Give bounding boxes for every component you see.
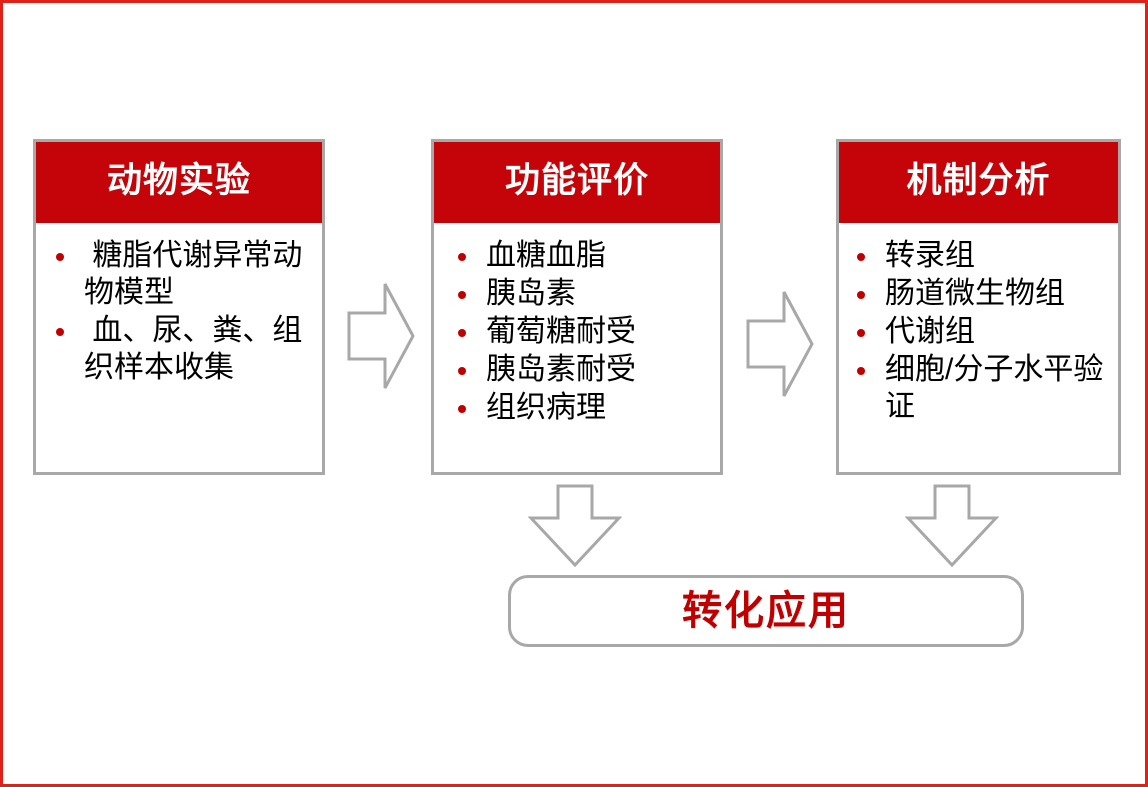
stage-body-animal-experiment: 糖脂代谢异常动物模型 血、尿、粪、组织样本收集 xyxy=(36,223,322,473)
list-item: 组织病理 xyxy=(444,389,710,426)
arrow-right-icon xyxy=(347,281,415,391)
arrow-down-icon xyxy=(905,484,999,568)
list-item: 肠道微生物组 xyxy=(843,275,1108,312)
outcome-label: 转化应用 xyxy=(682,589,850,633)
list-item: 胰岛素 xyxy=(444,275,710,312)
stage-box-function-evaluation: 功能评价 血糖血脂 胰岛素 葡萄糖耐受 胰岛素耐受 组织病理 xyxy=(431,139,723,475)
list-item: 细胞/分子水平验证 xyxy=(843,351,1108,425)
outcome-box-translational-application: 转化应用 xyxy=(508,575,1024,647)
list-item: 血糖血脂 xyxy=(444,237,710,274)
stage-box-animal-experiment: 动物实验 糖脂代谢异常动物模型 血、尿、粪、组织样本收集 xyxy=(33,139,325,475)
stage-title-function-evaluation: 功能评价 xyxy=(434,142,720,223)
stage-body-function-evaluation: 血糖血脂 胰岛素 葡萄糖耐受 胰岛素耐受 组织病理 xyxy=(434,223,720,473)
list-item: 代谢组 xyxy=(843,313,1108,350)
arrow-down-icon xyxy=(528,484,622,568)
stage-body-mechanism-analysis: 转录组 肠道微生物组 代谢组 细胞/分子水平验证 xyxy=(839,223,1118,473)
list-item: 转录组 xyxy=(843,237,1108,274)
arrow-right-icon xyxy=(746,289,814,399)
list-item: 血、尿、粪、组织样本收集 xyxy=(42,312,312,386)
list-item: 糖脂代谢异常动物模型 xyxy=(42,237,312,311)
stage-title-animal-experiment: 动物实验 xyxy=(36,142,322,223)
stage-title-mechanism-analysis: 机制分析 xyxy=(839,142,1118,223)
bullet-list-animal-experiment: 糖脂代谢异常动物模型 血、尿、粪、组织样本收集 xyxy=(42,237,312,387)
bullet-list-function-evaluation: 血糖血脂 胰岛素 葡萄糖耐受 胰岛素耐受 组织病理 xyxy=(444,237,710,427)
list-item: 葡萄糖耐受 xyxy=(444,313,710,350)
stage-box-mechanism-analysis: 机制分析 转录组 肠道微生物组 代谢组 细胞/分子水平验证 xyxy=(836,139,1121,475)
list-item: 胰岛素耐受 xyxy=(444,351,710,388)
bullet-list-mechanism-analysis: 转录组 肠道微生物组 代谢组 细胞/分子水平验证 xyxy=(843,237,1108,426)
